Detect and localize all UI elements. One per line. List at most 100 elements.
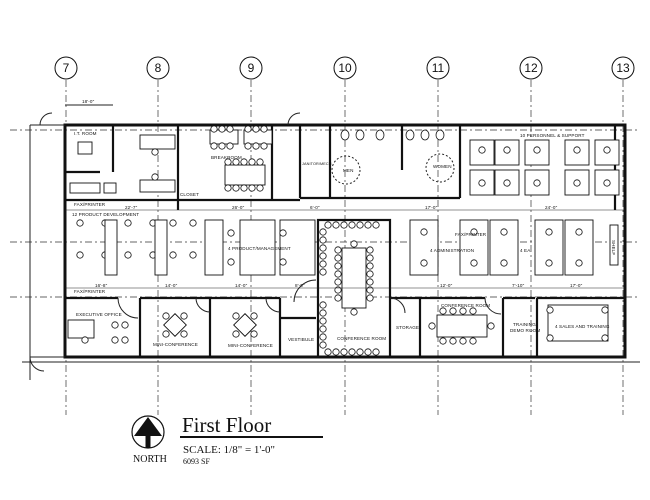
chair-icon <box>449 337 457 345</box>
chair-icon <box>478 179 486 187</box>
toilet-icon <box>405 129 415 141</box>
chair-icon <box>319 333 327 341</box>
chair-icon <box>319 260 327 268</box>
desk <box>69 182 101 194</box>
chair-icon <box>210 142 218 150</box>
turning-radius <box>425 153 455 183</box>
grid-label: 10 <box>338 61 352 75</box>
room-label-janitor-mech: JANITOR/MECH <box>302 162 332 166</box>
chair-icon <box>319 341 327 349</box>
dimension-label: 16'-8" <box>95 283 108 288</box>
chair-icon <box>546 334 554 342</box>
chair-icon <box>487 322 495 330</box>
chair-icon <box>503 146 511 154</box>
room-label-women: WOMEN <box>433 164 452 169</box>
chair-icon <box>334 246 342 254</box>
chair-icon <box>603 179 611 187</box>
grid-bubble <box>519 56 543 80</box>
chair-icon <box>256 184 264 192</box>
chair-icon <box>469 337 477 345</box>
chair-icon <box>545 259 553 267</box>
interior-walls <box>65 125 625 359</box>
chair-icon <box>334 294 342 302</box>
chair-icon <box>348 348 356 356</box>
chair-icon <box>124 251 132 259</box>
chair-icon <box>340 348 348 356</box>
chair-icon <box>372 221 380 229</box>
chair-icon <box>364 221 372 229</box>
north-arrow-icon <box>131 415 165 449</box>
chair-icon <box>348 221 356 229</box>
chair-icon <box>366 278 374 286</box>
chair-icon <box>252 125 260 133</box>
grid-bubble <box>239 56 263 80</box>
room-label-product-management: 4 PRODUCT/MANAGEMENT <box>228 246 291 251</box>
room-label-personnel-support: 10 PERSONNEL & SUPPORT <box>520 133 585 138</box>
chair-icon <box>332 348 340 356</box>
grid-bubble <box>333 56 357 80</box>
chair-icon <box>250 330 258 338</box>
chair-icon <box>319 252 327 260</box>
room-label-ea: 4 EA <box>520 248 531 253</box>
chair-icon <box>340 221 348 229</box>
grid-label: 11 <box>432 61 445 75</box>
chair-icon <box>121 336 129 344</box>
chair-icon <box>319 244 327 252</box>
grid-label: 12 <box>524 61 538 75</box>
chair-icon <box>364 348 372 356</box>
room-label-training: TRAINING/ <box>513 322 538 327</box>
chair-icon <box>503 179 511 187</box>
dimensions: 18'-0" 22'-7" 26'-0" 6'-0" 17'-0" 24'-0"… <box>65 99 625 289</box>
chair-icon <box>244 142 252 150</box>
chair-icon <box>279 258 287 266</box>
chair-icon <box>366 270 374 278</box>
chair-icon <box>224 184 232 192</box>
chair-icon <box>545 228 553 236</box>
room-label-administration: 4 ADMINISTRATION <box>430 248 474 253</box>
chair-icon <box>573 146 581 154</box>
dimension-label: 24'-0" <box>545 205 558 210</box>
label-shelf: SHELF <box>611 240 616 255</box>
dimension-label: 8'-0" <box>295 283 305 288</box>
chair-icon <box>169 219 177 227</box>
chair-icon <box>232 312 240 320</box>
chair-icon <box>180 312 188 320</box>
desk <box>489 219 519 276</box>
chair-icon <box>601 306 609 314</box>
chair-icon <box>189 251 197 259</box>
desk <box>609 224 619 266</box>
chair-icon <box>124 219 132 227</box>
chair-icon <box>319 236 327 244</box>
chair-icon <box>500 259 508 267</box>
chair-icon <box>227 229 235 237</box>
room-label-breakroom: BREAKROOM <box>211 155 242 160</box>
room-label-executive-office: EXECUTIVE OFFICE <box>76 312 122 317</box>
chair-icon <box>356 348 364 356</box>
turning-radius <box>331 155 361 185</box>
grid-label: 8 <box>155 61 162 75</box>
chair-icon <box>189 219 197 227</box>
room-label-demo-room: DEMO ROOM <box>510 328 540 333</box>
grid-label: 13 <box>616 61 630 75</box>
chair-icon <box>575 259 583 267</box>
chair-icon <box>226 125 234 133</box>
drawing-scale: SCALE: 1/8" = 1'-0" <box>183 444 275 456</box>
chair-icon <box>151 173 159 181</box>
chair-icon <box>324 348 332 356</box>
chair-icon <box>366 294 374 302</box>
toilet-icon <box>420 129 430 141</box>
chair-icon <box>76 251 84 259</box>
chair-icon <box>319 228 327 236</box>
chair-icon <box>350 240 358 248</box>
desk <box>104 219 118 276</box>
room-label-mini-conference-2: MINI-CONFERENCE <box>228 343 273 348</box>
chair-icon <box>232 184 240 192</box>
chair-icon <box>459 307 467 315</box>
desk <box>103 182 117 194</box>
desk <box>564 219 594 276</box>
drawing-title: First Floor <box>182 413 271 437</box>
chair-icon <box>603 146 611 154</box>
desk <box>224 164 266 186</box>
chair-icon <box>372 348 380 356</box>
